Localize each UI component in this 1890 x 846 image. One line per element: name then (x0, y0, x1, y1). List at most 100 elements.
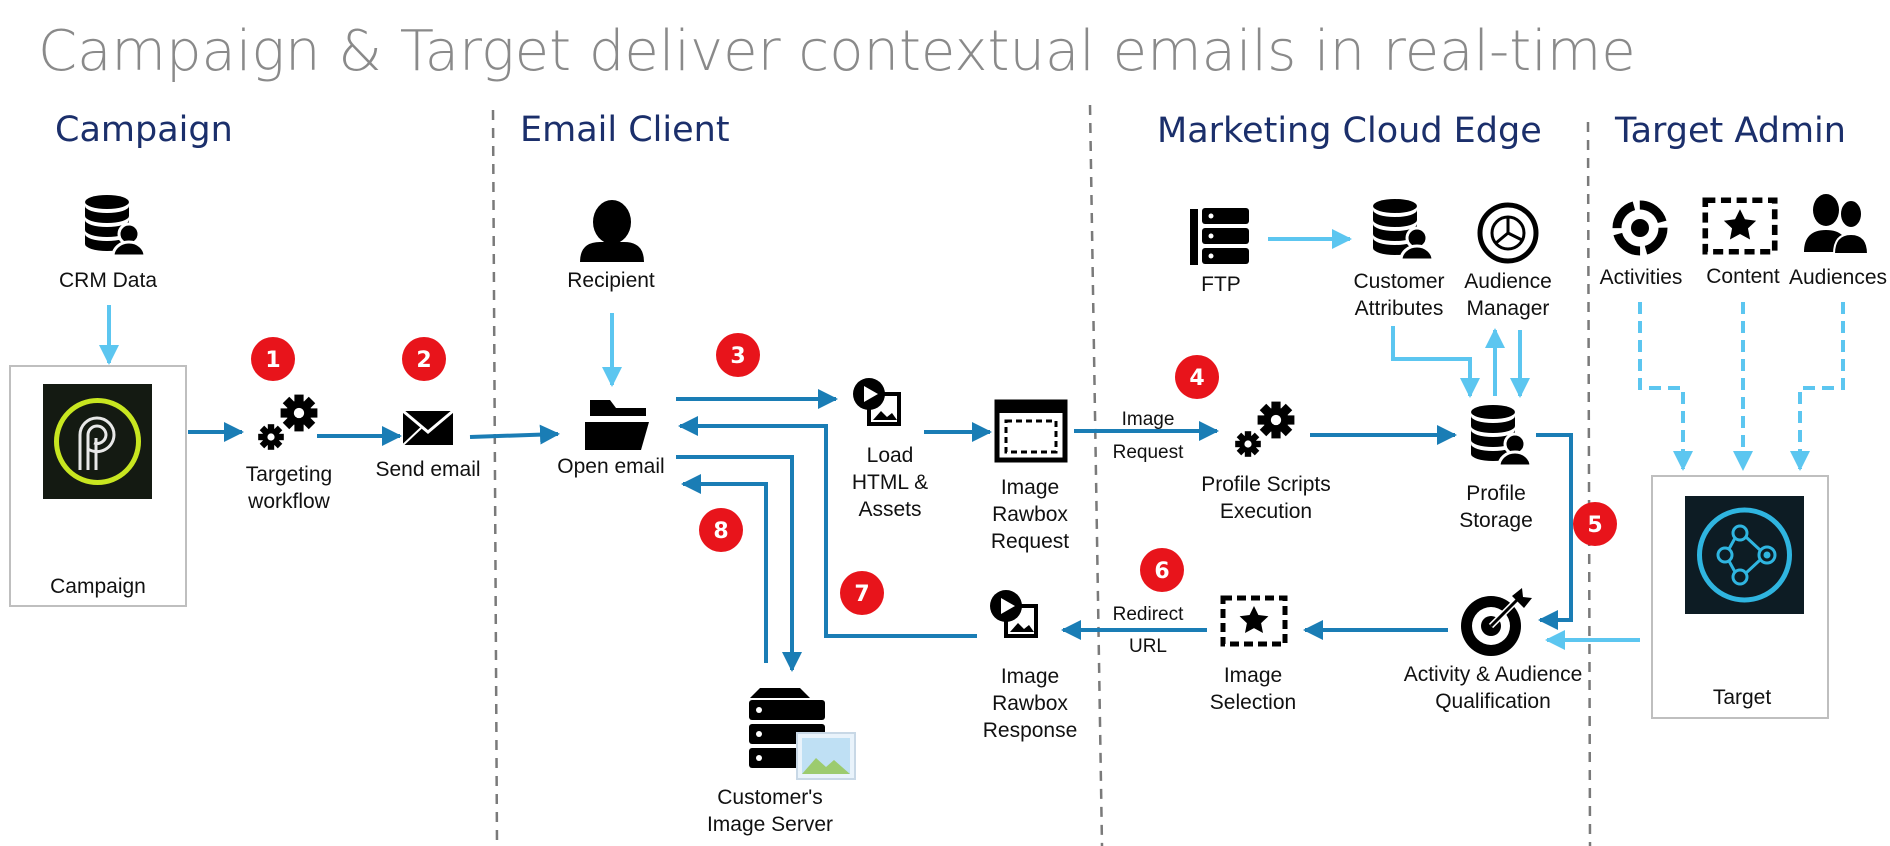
crm-data-node: CRM Data (59, 193, 157, 292)
section-campaign: Campaign (55, 110, 233, 150)
database-user-icon (83, 193, 147, 258)
star-frame-icon (1223, 598, 1285, 644)
svg-text:2: 2 (416, 348, 431, 373)
step-badge-6: 6 (1140, 548, 1184, 592)
server-rack-icon (1190, 208, 1249, 265)
section-dividers (491, 104, 1592, 846)
load-html-node: Load HTML & Assets (851, 376, 928, 521)
flow-arrows-dark (188, 389, 1573, 672)
image-play-icon (851, 376, 901, 426)
svg-text:8: 8 (713, 519, 728, 544)
svg-text:Audience: Audience (1464, 270, 1552, 293)
svg-text:Image: Image (1001, 665, 1059, 688)
recipient-node: Recipient (567, 200, 655, 292)
svg-text:Qualification: Qualification (1435, 690, 1551, 713)
step-badge-5: 5 (1573, 502, 1617, 546)
svg-text:HTML &: HTML & (852, 471, 928, 494)
redirect-url-label: Redirect URL (1113, 604, 1184, 657)
pie-chart-icon (1477, 202, 1539, 264)
gears-icon (1235, 402, 1294, 457)
ftp-node: FTP (1190, 208, 1249, 296)
svg-text:Rawbox: Rawbox (992, 692, 1068, 715)
svg-text:3: 3 (730, 344, 745, 369)
svg-text:Request: Request (1113, 442, 1184, 463)
envelope-icon (402, 409, 454, 446)
svg-text:Profile Scripts: Profile Scripts (1201, 473, 1331, 496)
arrow-imageserver-open (681, 474, 768, 663)
svg-text:Customer: Customer (1353, 270, 1444, 293)
svg-text:Image: Image (1122, 409, 1175, 430)
browser-window-icon (994, 399, 1068, 463)
image-rawbox-request-node: Image Rawbox Request (991, 399, 1069, 553)
image-rawbox-response-node: Image Rawbox Response (983, 588, 1078, 742)
gears-icon (258, 395, 317, 450)
svg-text:Response: Response (983, 719, 1078, 742)
arrow-load-open (678, 416, 828, 436)
svg-text:Storage: Storage (1459, 509, 1533, 532)
divider-campaign-email (491, 109, 499, 846)
audience-manager-node: Audience Manager (1464, 202, 1552, 320)
svg-text:5: 5 (1587, 513, 1602, 538)
targeting-workflow-node: Targeting workflow (246, 395, 332, 513)
svg-text:Image: Image (1001, 476, 1059, 499)
arrow-storage-qualification (1536, 433, 1573, 630)
step-badge-4: 4 (1175, 355, 1219, 399)
audiences-node: Audiences (1789, 194, 1887, 289)
activities-node: Activities (1600, 200, 1683, 289)
svg-text:Manager: Manager (1467, 297, 1550, 320)
arrow-audiences-target (1790, 302, 1845, 471)
svg-text:Request: Request (991, 530, 1069, 553)
svg-text:Content: Content (1706, 265, 1780, 288)
database-user-icon (1469, 403, 1533, 468)
svg-text:Audiences: Audiences (1789, 266, 1887, 289)
svg-text:Selection: Selection (1210, 691, 1296, 714)
svg-text:7: 7 (854, 582, 869, 607)
dart-target-icon (1461, 588, 1532, 656)
svg-text:1: 1 (265, 348, 280, 373)
svg-text:Activities: Activities (1600, 266, 1683, 289)
content-node: Content (1705, 200, 1780, 288)
image-server-node: Customer's Image Server (707, 688, 856, 836)
svg-text:Load: Load (867, 444, 914, 467)
arrow-open-imageserver (676, 455, 802, 672)
step-badge-3: 3 (716, 333, 760, 377)
flow-arrows-light (99, 229, 1845, 650)
svg-text:Execution: Execution (1220, 500, 1312, 523)
svg-text:Rawbox: Rawbox (992, 503, 1068, 526)
svg-text:URL: URL (1129, 636, 1167, 657)
svg-text:workflow: workflow (247, 490, 331, 513)
customer-attributes-node: Customer Attributes (1353, 197, 1445, 320)
arrow-activities-target (1638, 302, 1693, 471)
divider-email-edge (1088, 104, 1104, 846)
svg-text:6: 6 (1154, 559, 1169, 584)
svg-text:Image: Image (1224, 664, 1282, 687)
svg-text:Target: Target (1713, 686, 1772, 709)
open-folder-icon (585, 400, 649, 450)
section-marketing-cloud-edge: Marketing Cloud Edge (1157, 111, 1542, 151)
svg-text:Customer's: Customer's (717, 786, 823, 809)
arrow-response-open (824, 426, 977, 638)
star-frame-icon (1705, 200, 1774, 252)
database-user-icon (1371, 197, 1435, 262)
svg-text:Image Server: Image Server (707, 813, 833, 836)
step-badges: 1 2 3 4 5 6 7 8 (251, 333, 1617, 615)
divider-edge-target (1586, 121, 1592, 846)
svg-text:Send email: Send email (375, 458, 480, 481)
send-email-node: Send email (375, 409, 481, 481)
step-badge-2: 2 (402, 337, 446, 381)
image-play-icon (988, 588, 1038, 638)
svg-text:Profile: Profile (1466, 482, 1526, 505)
svg-text:Targeting: Targeting (246, 463, 332, 486)
section-email-client: Email Client (520, 110, 730, 150)
svg-text:Redirect: Redirect (1113, 604, 1184, 625)
activity-qualification-node: Activity & Audience Qualification (1404, 588, 1582, 713)
server-image-icon (749, 688, 856, 780)
target-circle-icon (1612, 200, 1668, 256)
profile-scripts-node: Profile Scripts Execution (1201, 402, 1331, 523)
people-icon (1804, 194, 1870, 255)
target-app-node: Target (1651, 475, 1829, 719)
arrow-send-open (469, 424, 560, 445)
image-selection-node: Image Selection (1210, 598, 1296, 714)
step-badge-8: 8 (699, 508, 743, 552)
